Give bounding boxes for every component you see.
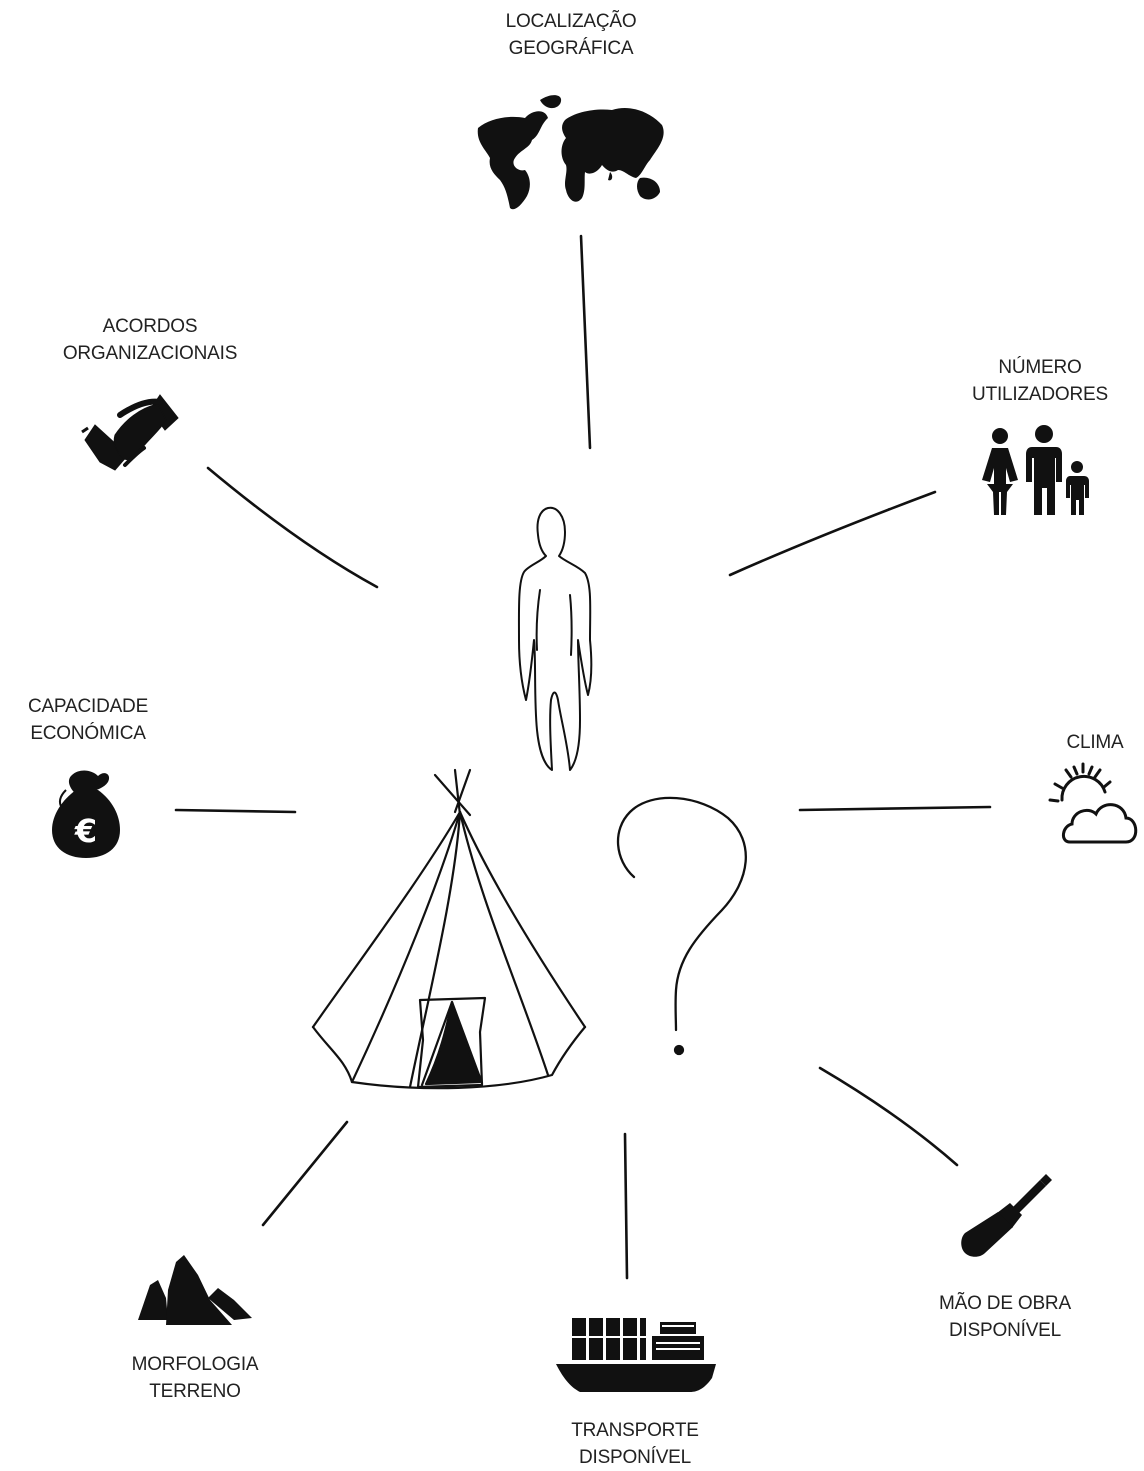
connector-transporte <box>623 1132 629 1280</box>
label-numero: NÚMERO UTILIZADORES <box>972 357 1108 405</box>
label-clima: CLIMA <box>1066 732 1124 753</box>
tipi-tent-sketch <box>311 768 587 1090</box>
connector-mao-obra <box>818 1066 959 1167</box>
sun-cloud-icon <box>1048 762 1138 844</box>
label-transporte: TRANSPORTE DISPONÍVEL <box>571 1420 699 1468</box>
money-bag-euro-icon: € <box>52 770 120 858</box>
label-mao-obra: MÃO DE OBRA DISPONÍVEL <box>939 1293 1071 1341</box>
mountains-icon <box>138 1255 252 1325</box>
label-morfologia: MORFOLOGIA TERRENO <box>131 1354 259 1402</box>
label-localizacao: LOCALIZAÇÃO GEOGRÁFICA <box>505 11 637 59</box>
connector-clima <box>798 805 992 812</box>
label-capacidade: CAPACIDADE ECONÓMICA <box>27 696 149 744</box>
human-figure-sketch <box>517 506 593 771</box>
connector-morfologia <box>261 1120 349 1227</box>
label-acordos: ACORDOS ORGANIZACIONAIS <box>62 316 238 364</box>
svg-text:€: € <box>74 812 97 850</box>
world-map-icon <box>477 95 664 210</box>
family-icon <box>982 425 1089 515</box>
question-mark-sketch <box>616 796 747 1056</box>
cargo-ship-icon <box>556 1318 716 1392</box>
screwdriver-icon <box>961 1174 1052 1257</box>
connector-numero <box>728 490 937 577</box>
connector-acordos <box>206 466 379 589</box>
connector-capacidade <box>174 808 297 814</box>
handshake-icon <box>81 394 179 471</box>
connector-localizacao <box>579 234 592 450</box>
